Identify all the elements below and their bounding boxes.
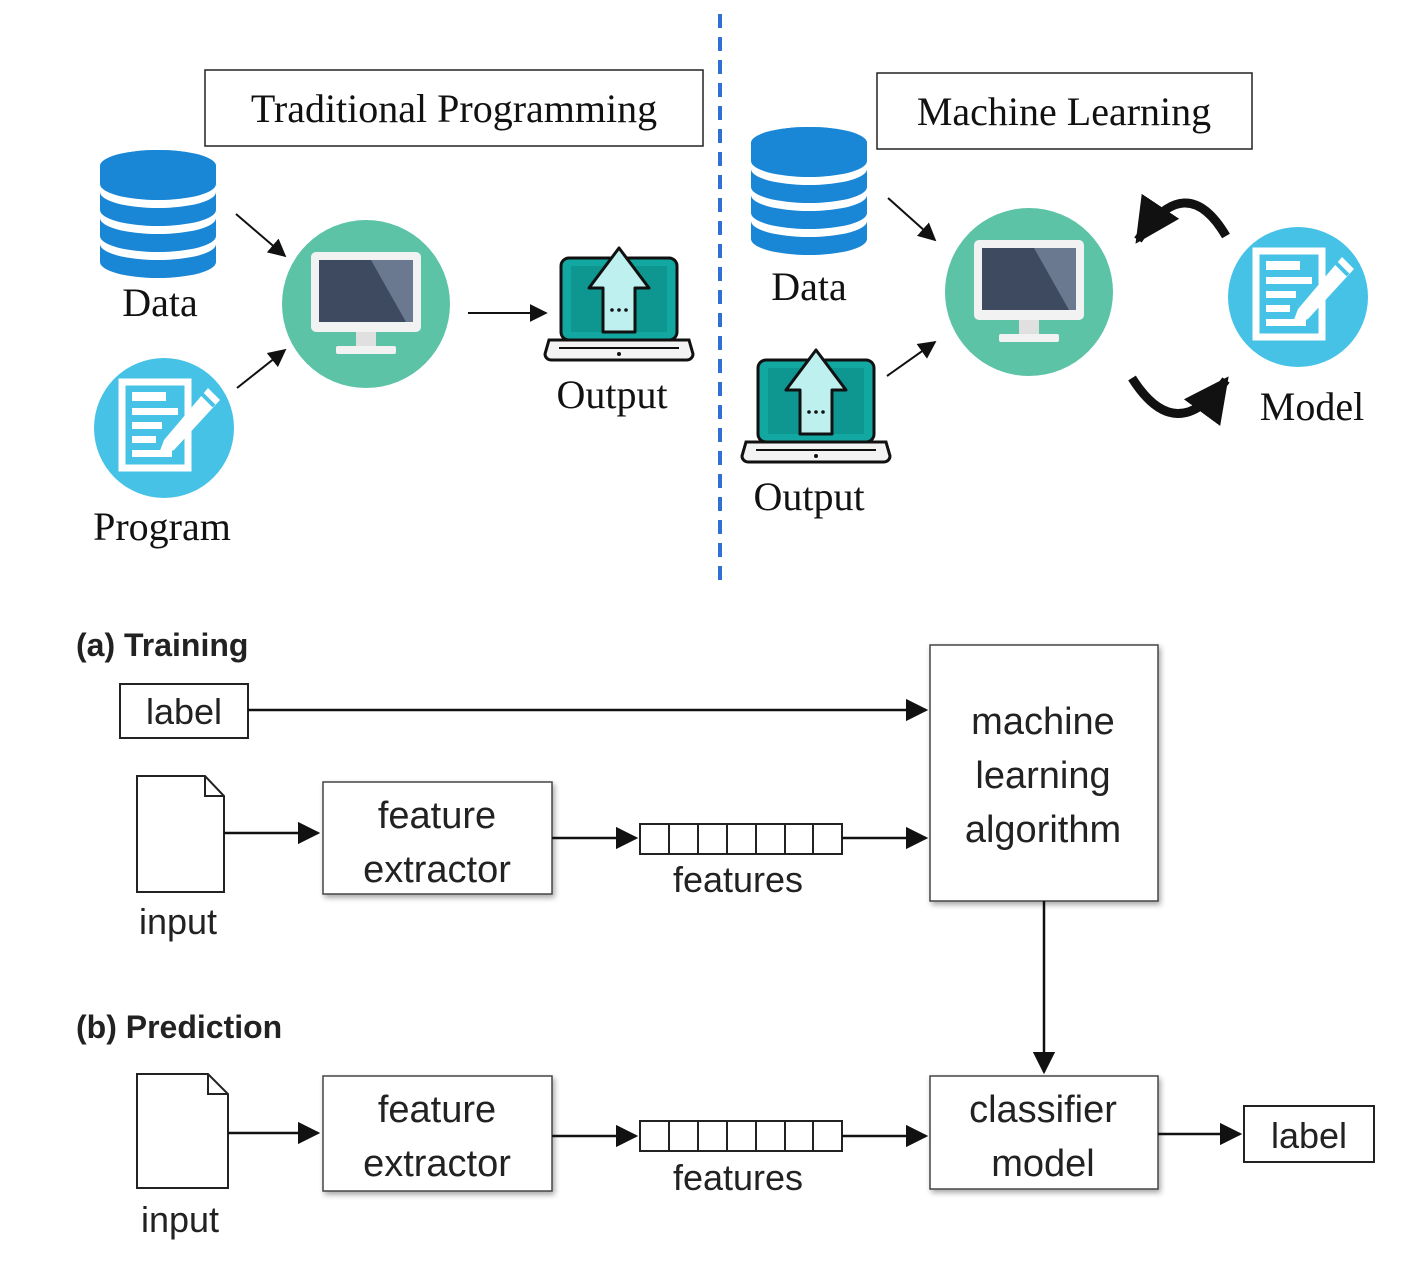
algorithm-line2: learning: [975, 755, 1110, 797]
prediction-feature-extractor-box: [322, 1075, 553, 1192]
ml-title: Machine Learning: [917, 89, 1211, 134]
ml-title-box: [876, 72, 1253, 150]
output-laptop-icon: [543, 246, 695, 362]
cycle-arrow-bottom: [1128, 375, 1230, 426]
ml-algorithm-box: [929, 644, 1159, 902]
ml-output-label: Output: [753, 474, 864, 519]
classifier-line1: classifier: [969, 1089, 1117, 1131]
prediction-label-text: label: [1271, 1115, 1347, 1156]
arrow-program-to-computer: [236, 348, 287, 389]
cycle-arrow-top: [1134, 193, 1230, 244]
computer-monitor-icon: [945, 208, 1113, 376]
database-icon: [100, 150, 216, 278]
machine-learning-panel: Machine Learning Data Output Model: [740, 72, 1368, 519]
training-input-file-icon: [136, 775, 225, 893]
prediction-input-file-icon: [136, 1073, 229, 1189]
prediction-extractor-line2: extractor: [363, 1143, 511, 1185]
classifier-line2: model: [991, 1143, 1095, 1185]
trad-data-label: Data: [122, 280, 198, 325]
training-heading: (a) Training: [76, 627, 248, 663]
prediction-heading: (b) Prediction: [76, 1009, 282, 1045]
prediction-extractor-line1: feature: [378, 1089, 496, 1131]
program-document-icon: [94, 358, 234, 498]
prediction-label-box: [1243, 1105, 1375, 1163]
algorithm-line3: algorithm: [965, 809, 1121, 851]
prediction-features-vector: [639, 1120, 843, 1152]
training-features-label: features: [673, 859, 803, 900]
trad-program-label: Program: [93, 504, 231, 549]
ml-model-label: Model: [1260, 384, 1364, 429]
ml-data-label: Data: [771, 264, 847, 309]
trad-output-label: Output: [556, 372, 667, 417]
prediction-input-label: input: [141, 1199, 219, 1240]
database-icon: [751, 127, 867, 255]
training-section: (a) Training label input feature extract…: [76, 627, 1159, 942]
training-features-vector: [639, 823, 843, 855]
prediction-features-label: features: [673, 1157, 803, 1198]
traditional-programming-panel: Traditional Programming Data Program Out…: [93, 69, 704, 549]
classifier-model-box: [929, 1075, 1159, 1190]
output-laptop-icon: [740, 348, 892, 464]
traditional-title: Traditional Programming: [251, 86, 657, 131]
training-feature-extractor-box: [322, 781, 553, 895]
model-document-icon: [1228, 227, 1368, 367]
arrow-data-to-computer: [887, 197, 937, 242]
training-extractor-line2: extractor: [363, 849, 511, 891]
computer-monitor-icon: [282, 220, 450, 388]
arrow-output-to-computer: [886, 340, 937, 377]
training-input-label: input: [139, 901, 217, 942]
training-extractor-line1: feature: [378, 795, 496, 837]
traditional-title-box: [204, 69, 704, 147]
prediction-section: (b) Prediction input feature extractor f…: [76, 1009, 1375, 1240]
training-label-text: label: [146, 691, 222, 732]
algorithm-line1: machine: [971, 701, 1115, 743]
arrow-data-to-computer: [235, 213, 287, 258]
